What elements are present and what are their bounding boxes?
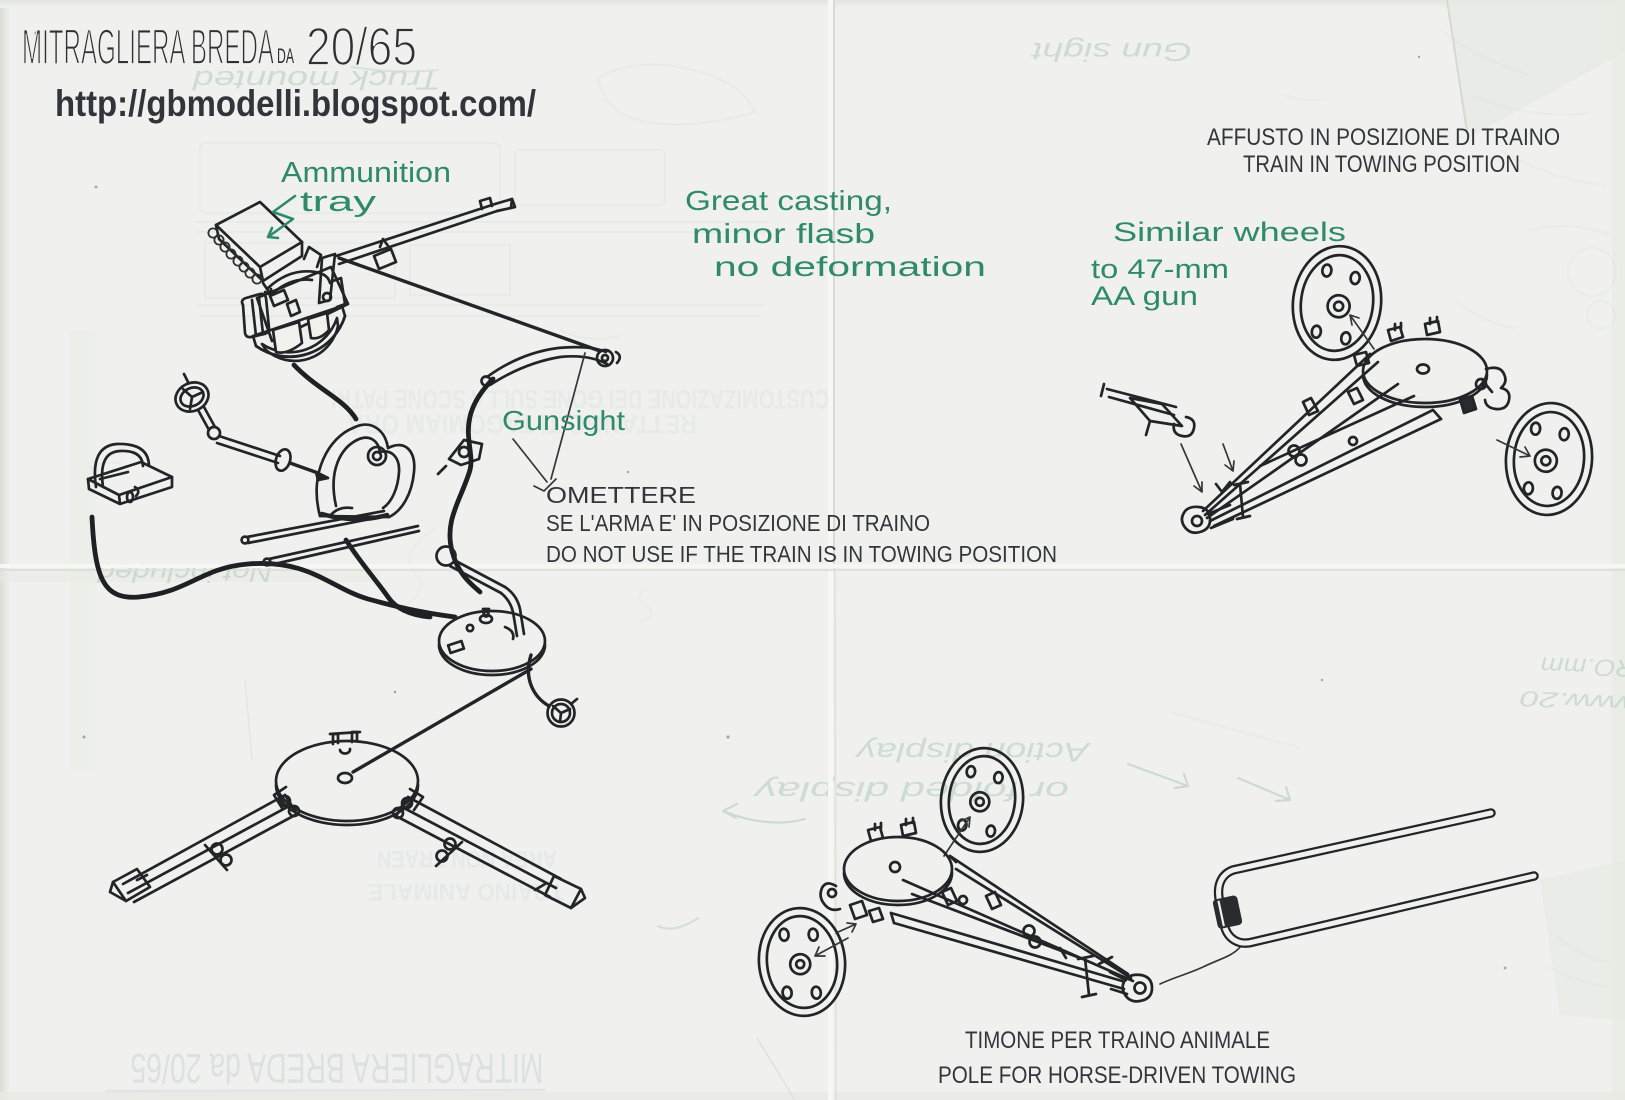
svg-text:TIMONE PER TRAINO ANIMALE: TIMONE PER TRAINO ANIMALE: [965, 1027, 1270, 1054]
svg-text:AA gun: AA gun: [1091, 281, 1198, 311]
svg-text:TRAIN IN TOWING POSITION: TRAIN IN TOWING POSITION: [1243, 151, 1520, 178]
svg-text:Similar wheels: Similar wheels: [1113, 217, 1346, 247]
svg-text:AFFUSTO IN POSIZIONE DI TRAINO: AFFUSTO IN POSIZIONE DI TRAINO: [1207, 124, 1560, 151]
svg-text:MITRAGLIERA BREDA: MITRAGLIERA BREDA: [22, 19, 274, 75]
svg-text:http://gbmodelli.blogspot.com/: http://gbmodelli.blogspot.com/: [55, 83, 536, 124]
svg-text:Truck mounted: Truck mounted: [192, 65, 441, 95]
svg-text:SE L'ARMA E' IN POSIZIONE DI T: SE L'ARMA E' IN POSIZIONE DI TRAINO: [546, 510, 930, 536]
svg-text:DA: DA: [277, 45, 294, 68]
svg-text:OMETTERE: OMETTERE: [546, 482, 696, 508]
svg-text:20/65: 20/65: [306, 17, 417, 77]
svg-text:RO.mm: RO.mm: [1540, 651, 1625, 681]
svg-text:Gun sight: Gun sight: [1029, 37, 1192, 67]
svg-text:AREA NON TRAEN: AREA NON TRAEN: [377, 845, 557, 872]
svg-text:tray: tray: [300, 186, 377, 218]
svg-text:Ammunition: Ammunition: [281, 157, 451, 189]
svg-text:no deformation: no deformation: [714, 251, 986, 282]
svg-text:TRAINO ANIMALE: TRAINO ANIMALE: [368, 878, 564, 905]
svg-text:DO NOT USE IF THE TRAIN IS IN: DO NOT USE IF THE TRAIN IS IN TOWING POS…: [546, 541, 1057, 567]
svg-text:MITRAGLIERA BREDA da 20/65: MITRAGLIERA BREDA da 20/65: [131, 1045, 544, 1092]
svg-text:POLE FOR HORSE-DRIVEN TOWING: POLE FOR HORSE-DRIVEN TOWING: [938, 1062, 1296, 1089]
svg-text:CUSTOMIZAZIONE DEI GONE SULLA: CUSTOMIZAZIONE DEI GONE SULLA SCONE PATR…: [331, 384, 829, 414]
svg-text:Great casting,: Great casting,: [685, 185, 892, 216]
svg-text:minor flasb: minor flasb: [692, 218, 875, 249]
svg-text:Gunsight: Gunsight: [502, 405, 625, 436]
svg-text:Action display: Action display: [855, 737, 1092, 767]
svg-text:RETTANGO TI TAGOMIAM ORA: RETTANGO TI TAGOMIAM ORA: [347, 409, 697, 439]
svg-text:to 47-mm: to 47-mm: [1091, 254, 1229, 284]
svg-text:www.20: www.20: [1518, 686, 1625, 717]
